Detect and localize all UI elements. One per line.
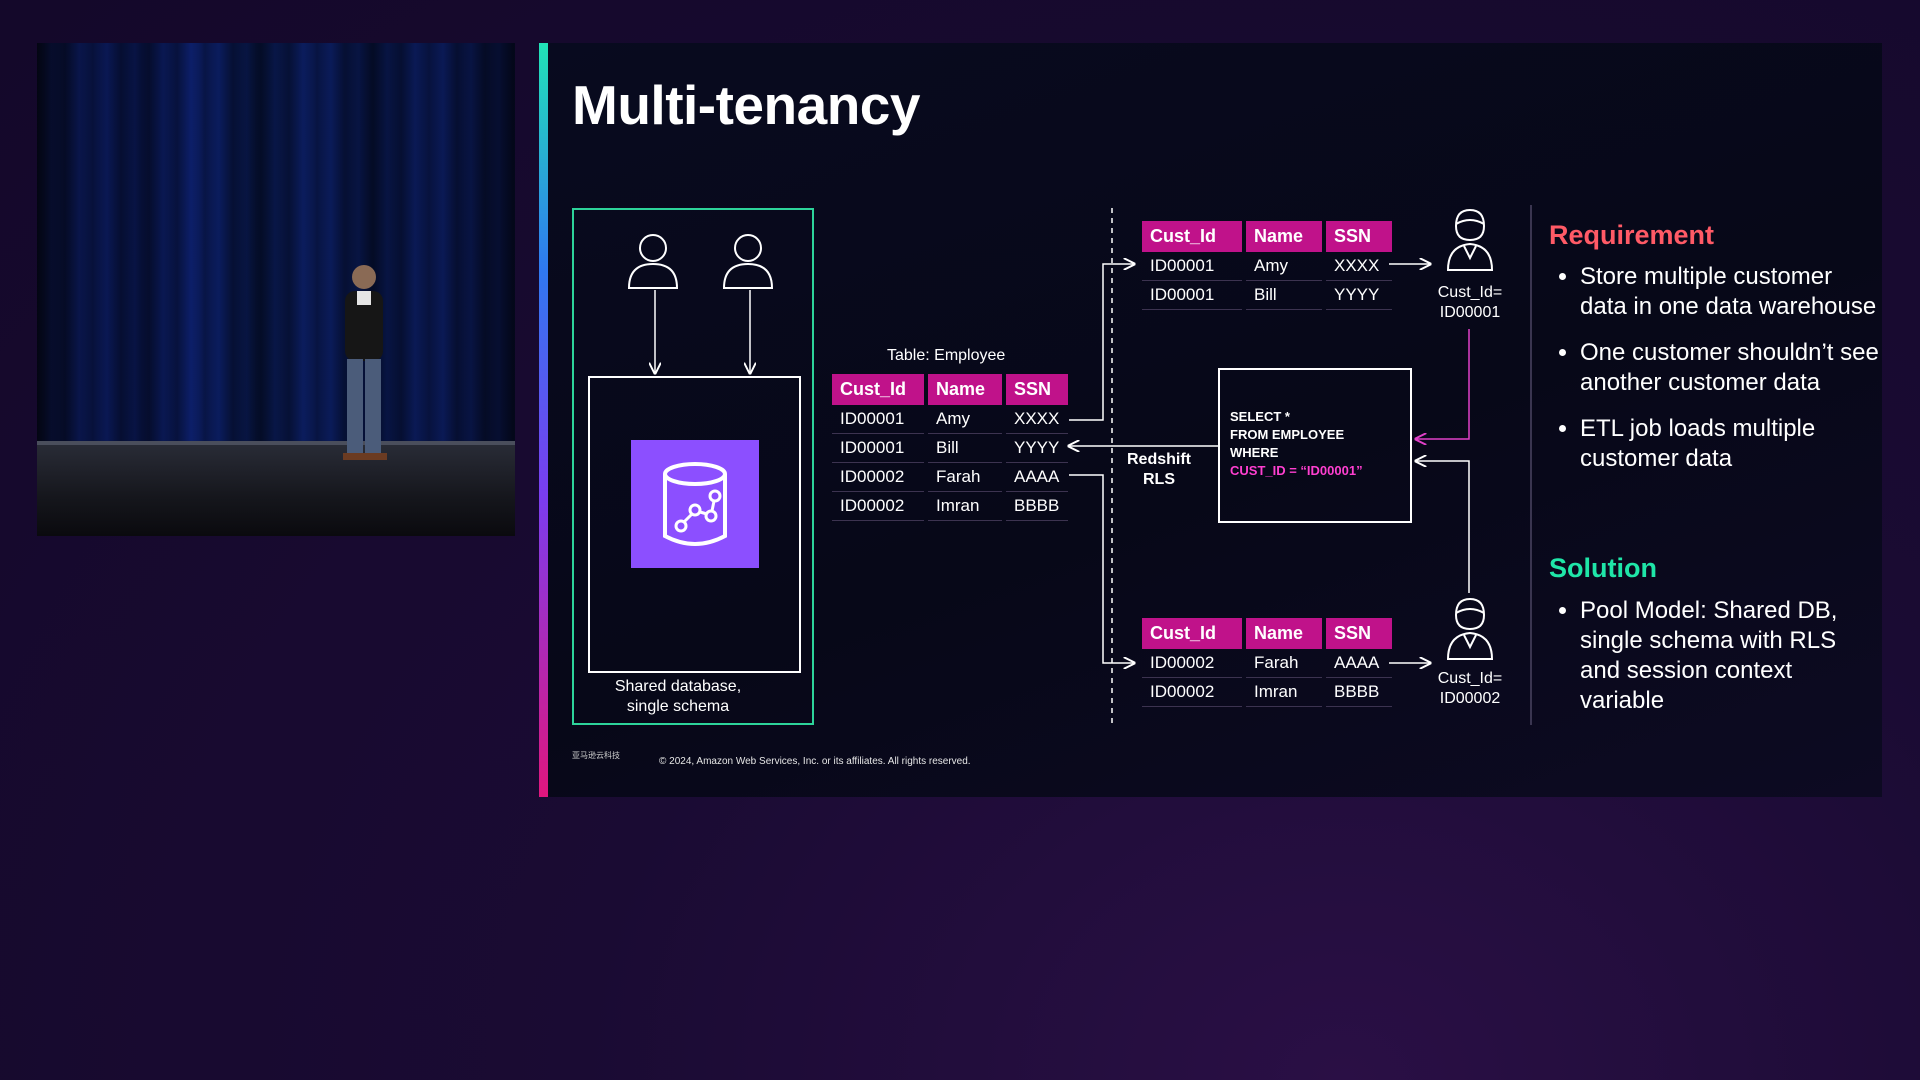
table-cell: ID00002: [1142, 649, 1242, 678]
column-header: Name: [1246, 221, 1322, 252]
tenant-label-line1: Cust_Id=: [1437, 284, 1503, 301]
requirement-item: ETL job loads multiple customer data: [1580, 414, 1880, 474]
shared-db-container: [572, 208, 814, 725]
table-cell: BBBB: [1006, 492, 1068, 521]
stage-edge: [37, 441, 515, 445]
table-cell: ID00002: [832, 463, 924, 492]
table-cell: ID00002: [1142, 678, 1242, 707]
database-box: [588, 376, 801, 673]
table-cell: XXXX: [1326, 252, 1392, 281]
column-header: SSN: [1326, 618, 1392, 649]
db-caption-line2: single schema: [626, 698, 730, 715]
table-cell: AAAA: [1006, 463, 1068, 492]
redshift-database-icon: [631, 440, 759, 568]
requirement-item: One customer shouldn’t see another custo…: [1580, 338, 1880, 398]
rls-label-line1: Redshift: [1127, 451, 1191, 468]
tenant-label-line1: Cust_Id=: [1437, 670, 1503, 687]
table-cell: Amy: [928, 405, 1002, 434]
presenter-figure: [343, 265, 387, 460]
table-cell: Imran: [928, 492, 1002, 521]
table-cell: YYYY: [1326, 281, 1392, 310]
stage-floor: [37, 441, 515, 536]
requirement-heading: Requirement: [1549, 220, 1715, 250]
diagram-connectors: [539, 208, 1470, 725]
tenant-label-line2: ID00001: [1439, 304, 1501, 321]
table-cell: Bill: [1246, 281, 1322, 310]
slide-accent-bar: [539, 43, 548, 797]
column-header: Cust_Id: [832, 374, 924, 405]
column-header: Name: [928, 374, 1002, 405]
table-cell: Farah: [928, 463, 1002, 492]
column-header: SSN: [1326, 221, 1392, 252]
table-cell: Imran: [1246, 678, 1322, 707]
speaker-video: [37, 43, 515, 536]
tenant1-label: Cust_Id= ID00001: [1425, 283, 1515, 323]
presentation-slide: Multi-tenancy Shared database, single sc…: [539, 43, 1882, 797]
table-cell: XXXX: [1006, 405, 1068, 434]
employee-table-label: Table: Employee: [887, 347, 1006, 364]
section-divider: [1530, 205, 1532, 725]
column-header: Name: [1246, 618, 1322, 649]
requirement-list: Store multiple customer data in one data…: [1549, 262, 1880, 490]
copyright-footer: © 2024, Amazon Web Services, Inc. or its…: [659, 756, 971, 767]
solution-list: Pool Model: Shared DB, single schema wit…: [1549, 596, 1880, 732]
solution-item: Pool Model: Shared DB, single schema wit…: [1580, 596, 1880, 716]
table-cell: ID00001: [832, 434, 924, 463]
table-cell: ID00001: [832, 405, 924, 434]
requirement-item: Store multiple customer data in one data…: [1580, 262, 1880, 322]
tenant2-label: Cust_Id= ID00002: [1425, 669, 1515, 709]
rls-label-line2: RLS: [1143, 471, 1175, 488]
column-header: Cust_Id: [1142, 221, 1242, 252]
table-cell: Amy: [1246, 252, 1322, 281]
aws-logo: 亚马逊云科技: [572, 751, 620, 760]
table-cell: AAAA: [1326, 649, 1392, 678]
db-caption-line1: Shared database,: [614, 678, 742, 695]
sql-line: WHERE: [1230, 445, 1279, 460]
tenant-label-line2: ID00002: [1439, 690, 1501, 707]
table-cell: YYYY: [1006, 434, 1068, 463]
table-cell: ID00001: [1142, 252, 1242, 281]
redshift-rls-label: Redshift RLS: [1119, 450, 1199, 490]
sql-policy-box: SELECT * FROM EMPLOYEE WHERE CUST_ID = “…: [1218, 368, 1412, 523]
tenant-user-icon: [1446, 208, 1494, 271]
slide-title: Multi-tenancy: [572, 74, 920, 136]
table-cell: Bill: [928, 434, 1002, 463]
sql-line: FROM EMPLOYEE: [1230, 427, 1345, 442]
db-caption: Shared database, single schema: [572, 677, 784, 717]
table-cell: Farah: [1246, 649, 1322, 678]
user-icon: [627, 234, 679, 289]
column-header: Cust_Id: [1142, 618, 1242, 649]
column-header: SSN: [1006, 374, 1068, 405]
table-cell: ID00001: [1142, 281, 1242, 310]
table-cell: BBBB: [1326, 678, 1392, 707]
solution-heading: Solution: [1549, 553, 1657, 583]
user-icon: [722, 234, 774, 289]
sql-condition: CUST_ID = “ID00001”: [1230, 463, 1363, 478]
tenant-user-icon: [1446, 597, 1494, 660]
sql-line: SELECT *: [1230, 409, 1290, 424]
table-cell: ID00002: [832, 492, 924, 521]
